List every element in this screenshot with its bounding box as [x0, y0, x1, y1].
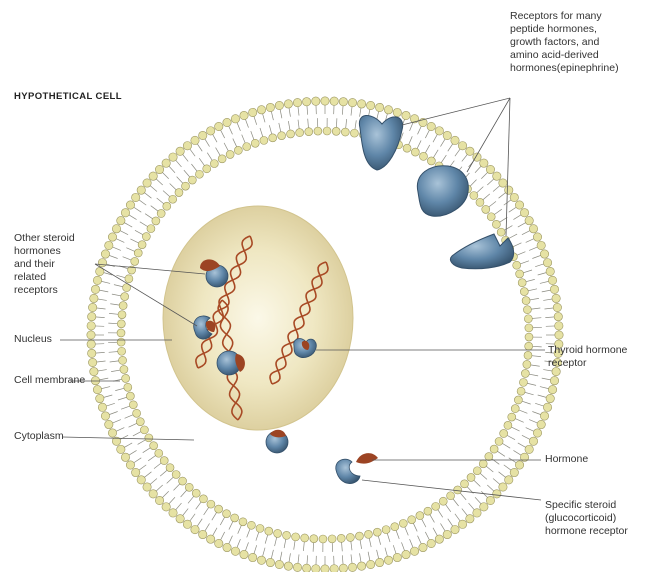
membrane-receptor-1 [359, 115, 402, 170]
thyroid-receptor-label: Thyroid hormone receptor [548, 344, 646, 370]
cytoplasm-label: Cytoplasm [14, 430, 64, 443]
cytoplasm-receptor [266, 430, 288, 453]
nucleus-label: Nucleus [14, 333, 52, 346]
nucleus [163, 206, 353, 430]
membrane-receptors-label: Receptors for many peptide hormones, gro… [510, 10, 646, 75]
cell-membrane-label: Cell membrane [14, 374, 85, 387]
specific-steroid-receptor [336, 459, 360, 483]
diagram-title: HYPOTHETICAL CELL [14, 91, 122, 102]
specific-steroid-receptor-label: Specific steroid (glucocorticoid) hormon… [545, 499, 645, 538]
hormone [356, 453, 378, 464]
membrane-receptor-2 [417, 166, 468, 216]
other-steroid-hormones-label: Other steroid hormones and their related… [14, 232, 104, 297]
hormone-label: Hormone [545, 453, 588, 466]
